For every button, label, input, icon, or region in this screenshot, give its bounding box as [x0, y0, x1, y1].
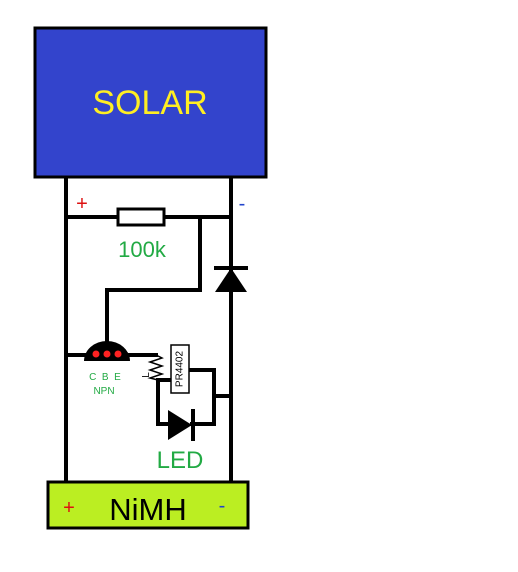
solar-label: SOLAR	[92, 84, 207, 122]
transistor-type-label: NPN	[93, 386, 114, 397]
battery-label: NiMH	[109, 492, 187, 527]
battery-plus: +	[63, 497, 75, 519]
transistor-pin-e	[114, 350, 122, 358]
resistor-label: 100k	[118, 237, 167, 262]
led-label: LED	[157, 447, 204, 474]
transistor-pin-c	[92, 350, 100, 358]
chip-pr4402	[170, 344, 190, 394]
transistor-pin-b	[103, 350, 111, 358]
resistor-100k	[116, 207, 166, 227]
inductor	[147, 354, 165, 381]
solar-plus: +	[76, 193, 88, 215]
transistor-pins-label: C B E	[89, 372, 121, 383]
chip-label: PR4402	[175, 350, 186, 387]
diode	[214, 266, 248, 292]
led-symbol	[168, 409, 195, 441]
solar-minus: -	[239, 193, 246, 215]
solar-panel	[33, 26, 268, 179]
npn-transistor	[84, 341, 130, 361]
inductor-label: L	[141, 372, 152, 378]
battery	[46, 480, 250, 530]
battery-minus: -	[219, 495, 226, 517]
